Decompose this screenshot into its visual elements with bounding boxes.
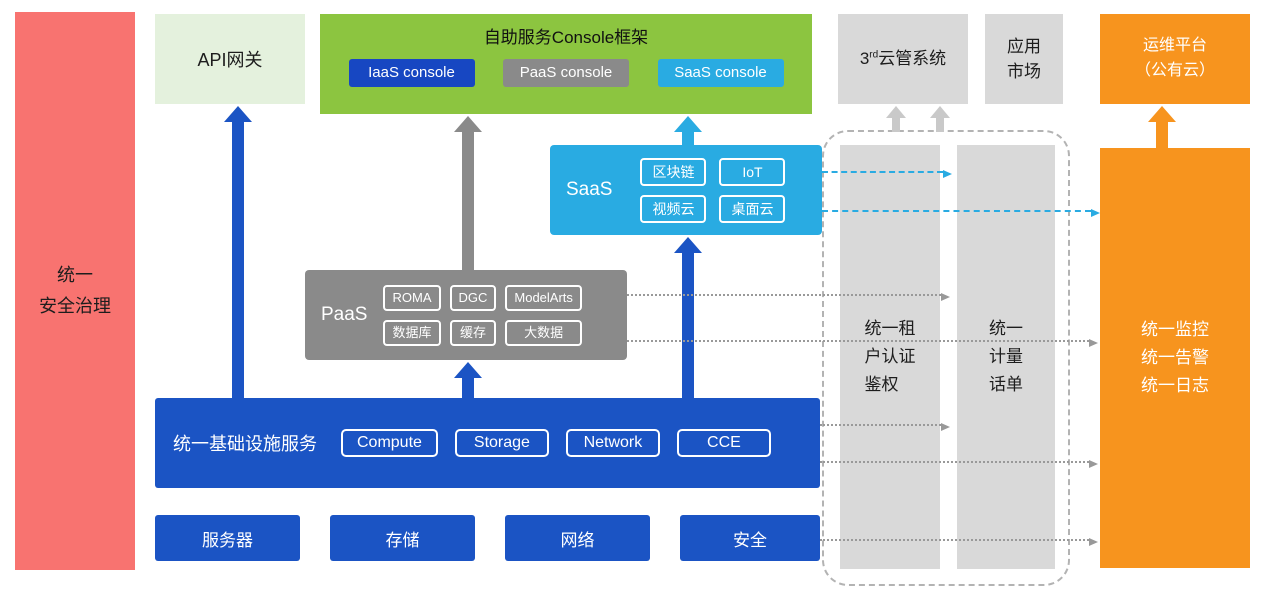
api-gateway-label: API网关: [197, 50, 263, 70]
saas-to-console-arrow-icon: [674, 116, 702, 145]
third-party-cloud-label: 3rd云管系统: [860, 46, 946, 72]
hardware-network-label: 网络: [560, 530, 595, 550]
app-market-box: 应用 市场: [985, 14, 1063, 104]
paas-to-monitoring-connector: [627, 339, 1098, 347]
unified-tenant-auth-label: 统一租 户认证 鉴权: [864, 318, 916, 395]
hardware-security-label: 安全: [733, 530, 767, 550]
paas-layer-box: PaaS ROMA DGC ModelArts 数据库 缓存 大数据: [305, 270, 627, 360]
infra-item-storage: Storage: [454, 429, 549, 457]
unified-metering-bar: 统一 计量 话单: [957, 145, 1055, 569]
paas-to-metering-connector: [627, 293, 950, 301]
ops-platform-label: 运维平台 （公有云）: [1134, 37, 1215, 79]
iaas-console-chip: IaaS console: [348, 59, 475, 87]
unified-monitoring-bar: 统一监控 统一告警 统一日志: [1100, 148, 1250, 568]
hardware-server-box: 服务器: [155, 515, 300, 561]
unified-security-governance-label: 统一 安全治理: [39, 265, 111, 316]
hardware-server-label: 服务器: [202, 530, 253, 550]
paas-console-chip: PaaS console: [503, 59, 629, 87]
saas-to-metering-connector: [822, 170, 952, 178]
hardware-network-box: 网络: [505, 515, 650, 561]
saas-service-blockchain: 区块链: [640, 157, 707, 186]
console-framework-title: 自助服务Console框架: [483, 28, 649, 47]
infra-to-paas-arrow-icon: [454, 362, 482, 398]
unified-metering-label: 统一 计量 话单: [989, 318, 1023, 395]
infrastructure-layer-box: 统一基础设施服务 Compute Storage Network CCE: [155, 398, 820, 488]
infrastructure-items: Compute Storage Network CCE: [341, 429, 771, 457]
infra-to-monitoring-connector: [820, 460, 1098, 468]
infra-item-cce: CCE: [676, 429, 771, 457]
console-framework-box: 自助服务Console框架 IaaS console PaaS console …: [320, 14, 812, 114]
unified-security-governance-bar: 统一 安全治理: [15, 12, 135, 570]
hardware-storage-label: 存储: [385, 530, 420, 550]
saas-service-video-cloud: 视频云: [640, 194, 707, 223]
unified-monitoring-label: 统一监控 统一告警 统一日志: [1141, 319, 1209, 396]
infra-to-metering-connector: [820, 423, 950, 431]
saas-to-monitoring-connector: [822, 209, 1100, 217]
saas-service-iot: IoT: [719, 157, 786, 186]
monitoring-to-ops-platform-arrow-icon: [1148, 106, 1176, 148]
paas-service-dgc: DGC: [449, 284, 497, 311]
paas-service-modelarts: ModelArts: [505, 284, 582, 311]
saas-services-grid: 区块链 IoT 视频云 桌面云: [640, 157, 786, 223]
paas-service-database: 数据库: [383, 319, 441, 346]
third-party-cloud-text: 云管系统: [878, 49, 947, 69]
saas-layer-label: SaaS: [566, 179, 613, 200]
api-gateway-box: API网关: [155, 14, 305, 104]
infra-item-compute: Compute: [341, 429, 438, 457]
paas-layer-label: PaaS: [321, 304, 368, 325]
infra-item-network: Network: [565, 429, 660, 457]
console-chip-row: IaaS console PaaS console SaaS console: [320, 59, 812, 87]
app-market-label: 应用 市场: [1007, 36, 1041, 82]
infra-to-saas-arrow-icon: [674, 237, 702, 398]
unified-tenant-auth-bar: 统一租 户认证 鉴权: [840, 145, 940, 569]
third-party-cloud-box: 3rd云管系统: [838, 14, 968, 104]
auth-to-third-party-arrow-icon: [886, 106, 906, 132]
third-party-cloud-num: 3: [859, 49, 870, 69]
hardware-security-box: 安全: [680, 515, 820, 561]
saas-console-chip: SaaS console: [657, 59, 784, 87]
paas-service-bigdata: 大数据: [505, 319, 582, 346]
metering-to-third-party-arrow-icon: [930, 106, 950, 132]
hardware-to-monitoring-connector: [820, 538, 1098, 546]
paas-service-cache: 缓存: [449, 319, 497, 346]
paas-service-roma: ROMA: [383, 284, 441, 311]
saas-service-desktop-cloud: 桌面云: [719, 194, 786, 223]
saas-layer-box: SaaS 区块链 IoT 视频云 桌面云: [550, 145, 822, 235]
hardware-storage-box: 存储: [330, 515, 475, 561]
third-party-cloud-superscript: rd: [869, 49, 879, 61]
ops-platform-box: 运维平台 （公有云）: [1100, 14, 1250, 104]
shared-services-dashed-frame: [822, 130, 1070, 586]
infra-to-api-gateway-arrow-icon: [224, 106, 252, 398]
paas-services-grid: ROMA DGC ModelArts 数据库 缓存 大数据: [383, 284, 582, 346]
paas-to-console-arrow-icon: [454, 116, 482, 270]
infrastructure-label: 统一基础设施服务: [173, 434, 317, 454]
